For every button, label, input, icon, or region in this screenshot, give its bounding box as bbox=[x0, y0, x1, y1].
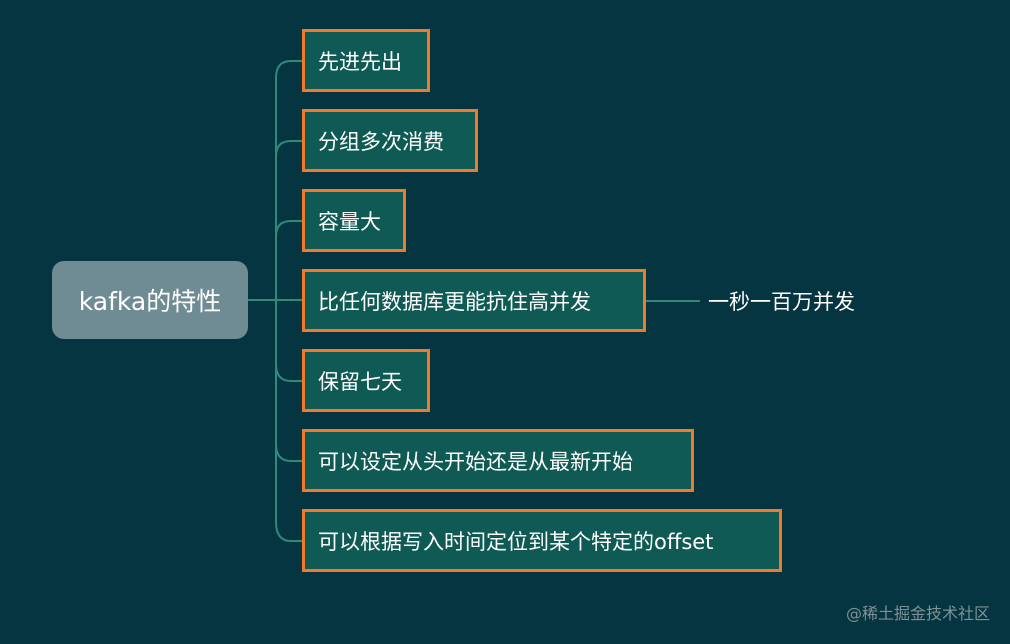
feature-node-label: 比任何数据库更能抗住高并发 bbox=[318, 289, 591, 314]
connector-branch-6 bbox=[275, 443, 302, 462]
feature-node-label: 可以设定从头开始还是从最新开始 bbox=[318, 449, 633, 474]
feature-node-group-consumption[interactable]: 分组多次消费 bbox=[302, 109, 478, 172]
connector-branch-2 bbox=[275, 140, 302, 157]
feature-node-label: 可以根据写入时间定位到某个特定的offset bbox=[318, 529, 714, 554]
feature-node-label: 先进先出 bbox=[318, 49, 402, 74]
feature-node-label: 容量大 bbox=[318, 209, 381, 234]
feature-node-seek-by-timestamp[interactable]: 可以根据写入时间定位到某个特定的offset bbox=[302, 509, 782, 572]
feature-node-seven-day-retention[interactable]: 保留七天 bbox=[302, 349, 430, 412]
subtopic-million-per-second[interactable]: 一秒一百万并发 bbox=[708, 283, 855, 319]
root-node-label: kafka的特性 bbox=[78, 287, 222, 316]
connector-trunk bbox=[275, 60, 302, 542]
feature-node-fifo[interactable]: 先进先出 bbox=[302, 29, 430, 92]
connector-branch-3 bbox=[275, 220, 302, 237]
root-node-kafka-features[interactable]: kafka的特性 bbox=[52, 261, 248, 339]
connector-branch-5 bbox=[275, 363, 302, 382]
watermark: @稀土掘金技术社区 bbox=[845, 604, 990, 623]
feature-node-label: 分组多次消费 bbox=[318, 129, 444, 154]
feature-node-label: 保留七天 bbox=[318, 369, 402, 394]
feature-node-high-concurrency[interactable]: 比任何数据库更能抗住高并发 bbox=[302, 269, 646, 332]
subtopic-label: 一秒一百万并发 bbox=[708, 290, 855, 314]
feature-node-start-offset-choice[interactable]: 可以设定从头开始还是从最新开始 bbox=[302, 429, 694, 492]
feature-node-large-capacity[interactable]: 容量大 bbox=[302, 189, 406, 252]
